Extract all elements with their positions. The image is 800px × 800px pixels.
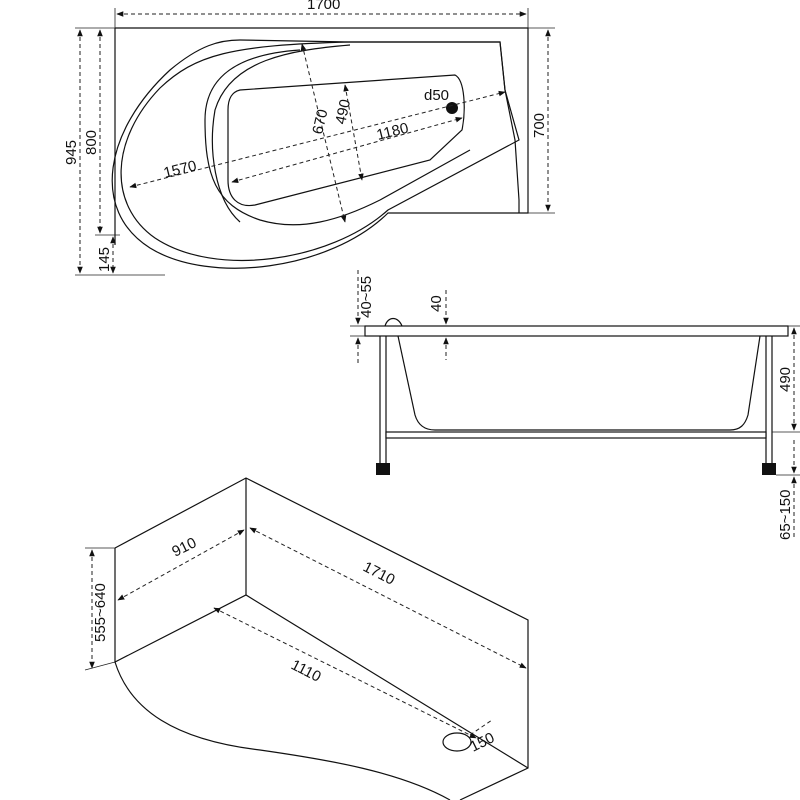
top-view-outline	[111, 27, 529, 269]
iso-back-panel	[114, 477, 529, 800]
dim-label-65-150: 65~150	[777, 490, 794, 540]
dim-label-1700: 1700	[307, 0, 340, 13]
dim-label-555-640: 555~640	[92, 583, 109, 642]
side-basin	[397, 335, 761, 431]
side-crossbar	[385, 431, 767, 439]
dim-line-1570	[129, 90, 506, 189]
dim-label-40: 40	[428, 295, 445, 312]
dim-label-145: 145	[96, 247, 113, 272]
dim-label-945: 945	[63, 140, 80, 165]
dim-label-490: 490	[332, 98, 354, 126]
drain-label: d50	[424, 87, 449, 104]
side-view: 40~55 40 490 65~150	[350, 270, 800, 540]
side-foot-left	[376, 463, 390, 475]
iso-curved-front	[114, 661, 451, 800]
dim-label-1710: 1710	[360, 558, 397, 588]
dim-line-670	[300, 43, 347, 223]
dim-line-490	[343, 84, 364, 181]
side-foot-right	[762, 463, 776, 475]
iso-view: 910 1710 555~640 1110 150	[84, 477, 529, 800]
dim-label-1570: 1570	[162, 157, 198, 182]
top-view: d50 1700 945 800 145 700 1570 1180 670	[63, 0, 555, 276]
tub-rim-inner-2	[211, 44, 351, 223]
dim-label-910: 910	[169, 534, 199, 560]
side-rim-lip	[384, 317, 403, 327]
dim-label-1180: 1180	[375, 120, 410, 144]
dim-label-side-490: 490	[777, 367, 794, 392]
dim-line-1180	[231, 116, 463, 184]
dim-line-1110	[213, 607, 477, 739]
tub-rim-outer	[120, 41, 520, 261]
iso-drain	[442, 732, 472, 752]
dim-label-40-55: 40~55	[358, 276, 375, 318]
dim-label-1110: 1110	[288, 656, 323, 685]
side-rim	[364, 325, 789, 337]
dim-label-800: 800	[83, 130, 100, 155]
dim-label-670: 670	[309, 108, 331, 136]
dim-line-1710	[249, 527, 527, 669]
dim-line-910	[117, 529, 245, 601]
dim-label-700: 700	[531, 113, 548, 138]
